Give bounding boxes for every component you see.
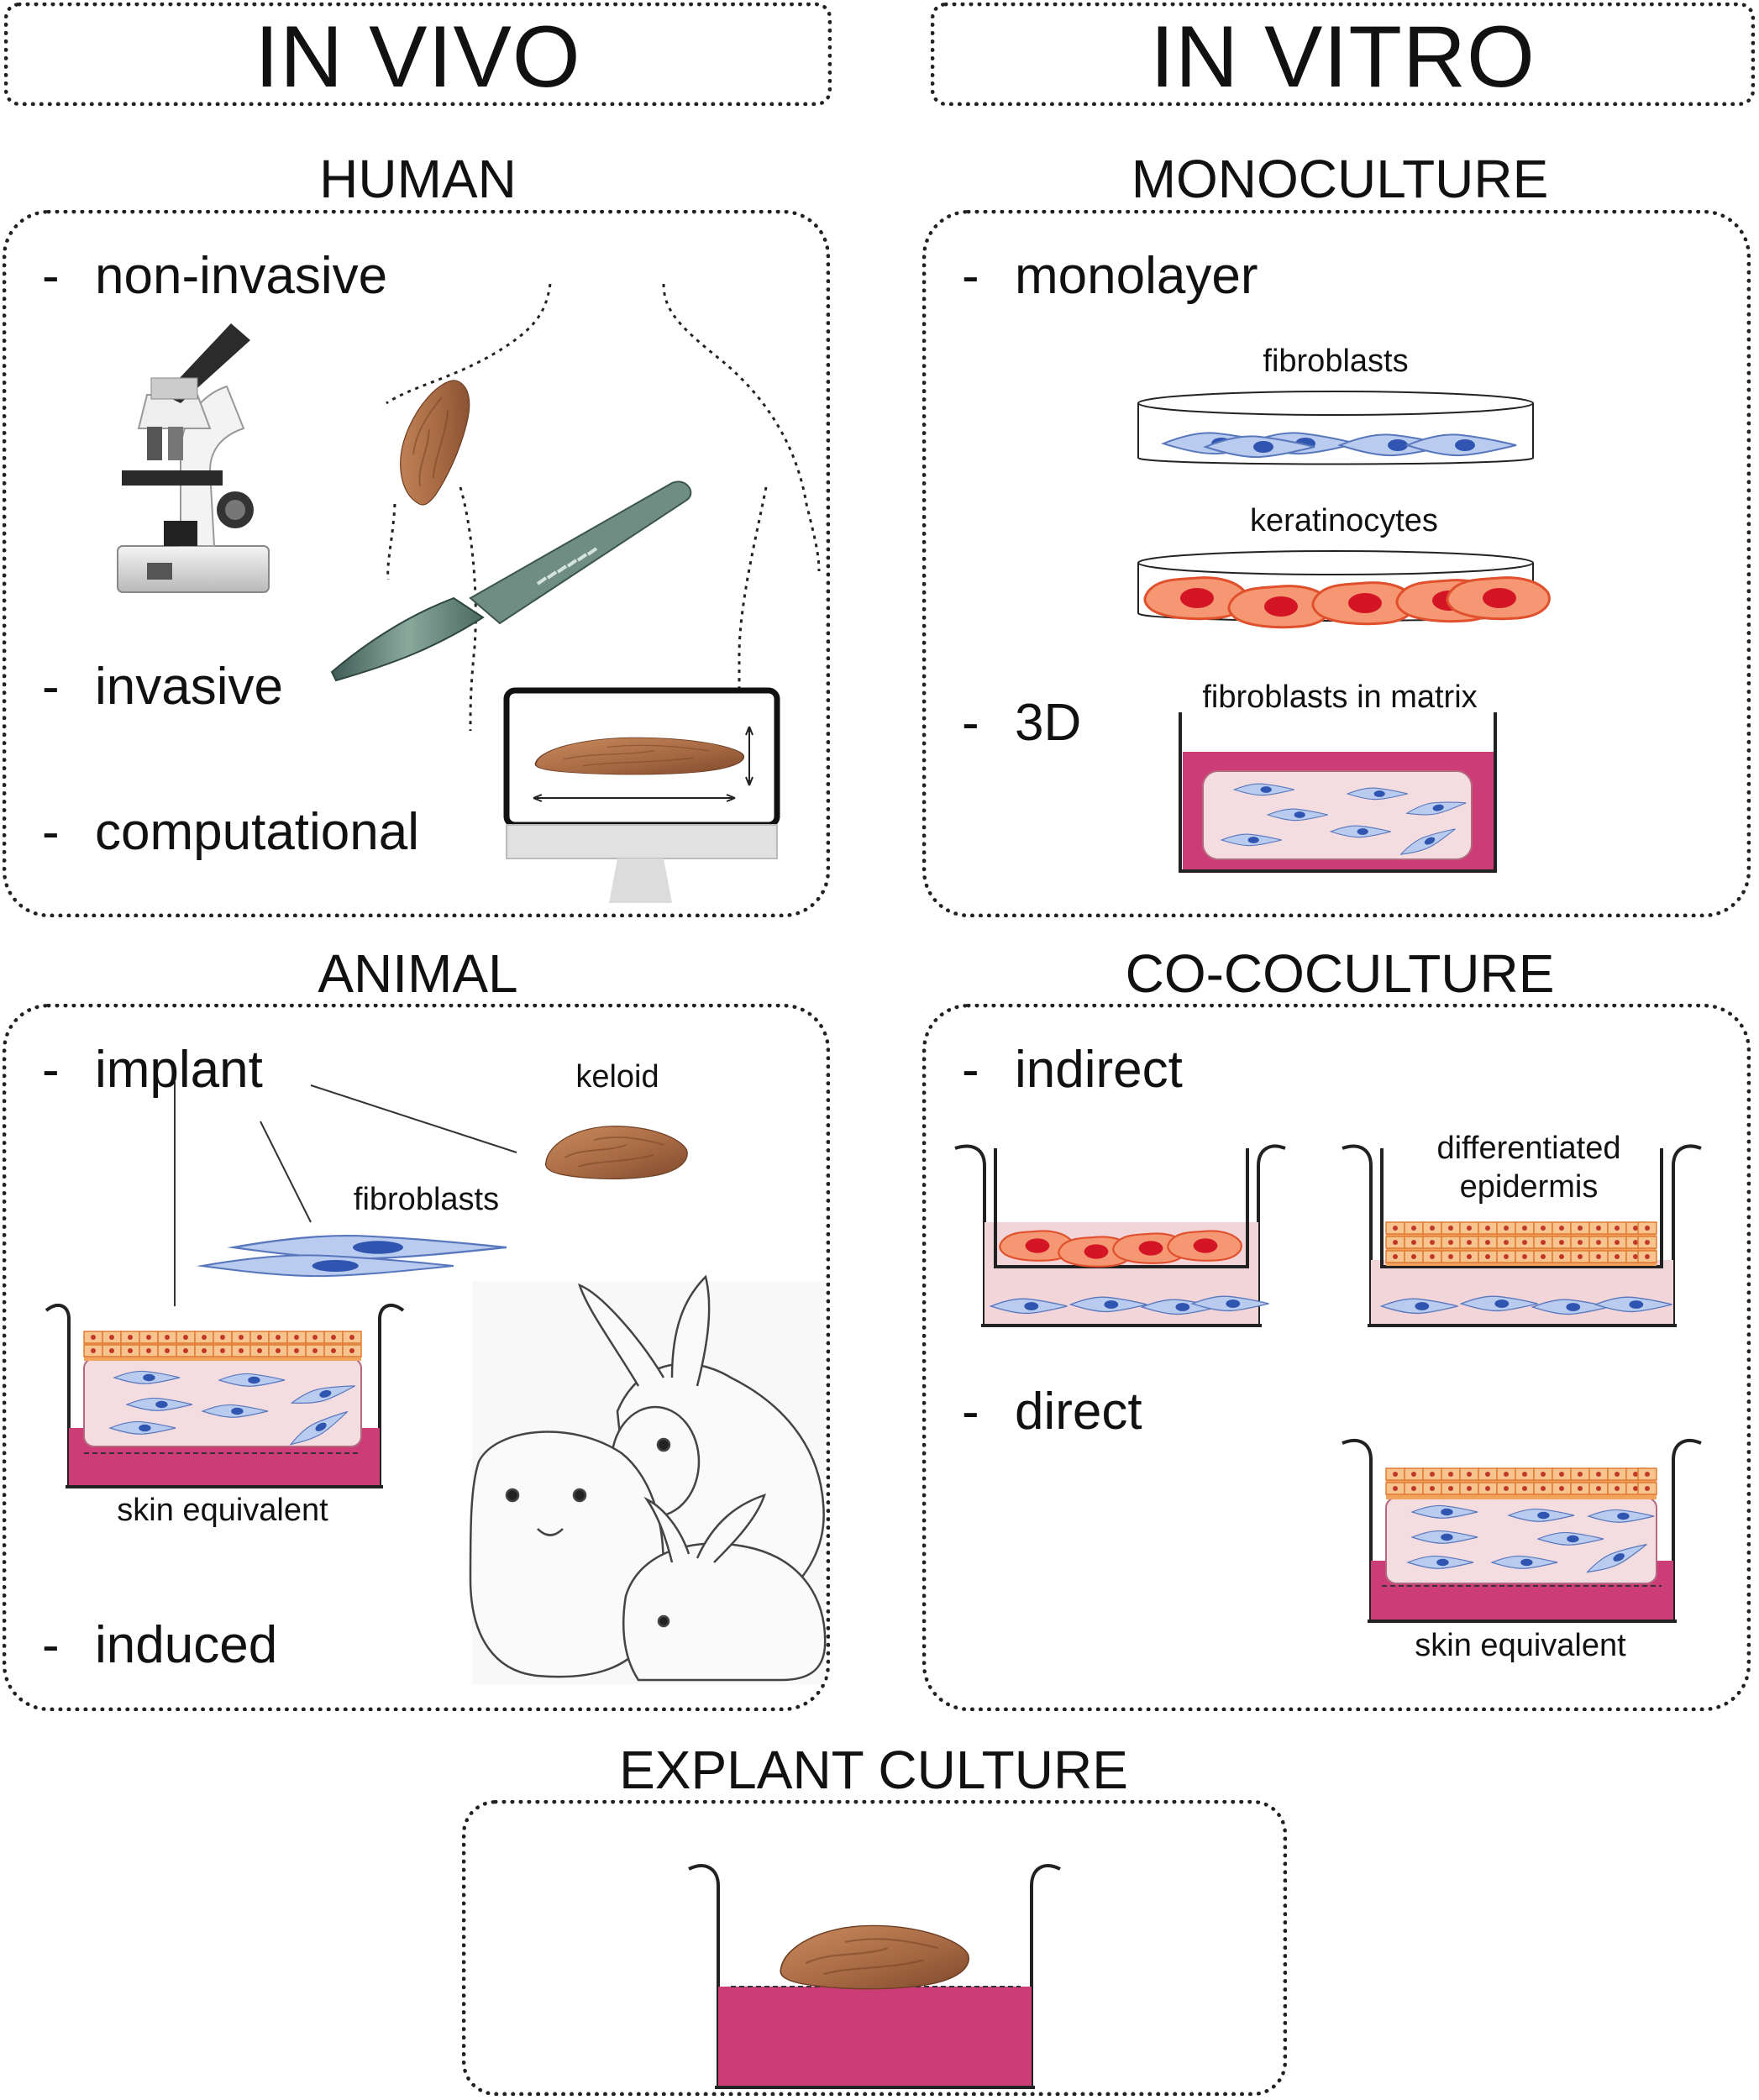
co-dash-2: -	[962, 1383, 979, 1441]
label-differentiated-epidermis: differentiated epidermis	[1436, 1131, 1621, 1205]
mono-item-3d: 3D	[1015, 694, 1082, 752]
skin-equivalent-insert-coculture	[1342, 1438, 1702, 1623]
indirect-insert-epidermis	[1342, 1144, 1702, 1327]
mono-dash-1: -	[962, 247, 979, 305]
label-fibroblasts-dish: fibroblasts	[1263, 344, 1409, 379]
fibroblast-dish	[1137, 391, 1534, 465]
mono-dash-2: -	[962, 694, 979, 752]
co-dash-1: -	[962, 1041, 979, 1099]
skin-equivalent-insert-animal	[45, 1303, 405, 1488]
label-keratinocytes-dish: keratinocytes	[1250, 503, 1438, 538]
label-fibroblasts-in-matrix: fibroblasts in matrix	[1202, 680, 1478, 715]
in-vitro-header-box	[931, 3, 1755, 106]
keratinocyte-dish	[1137, 550, 1551, 629]
animal-title: ANIMAL	[318, 943, 518, 1004]
microscope-icon	[117, 323, 270, 593]
torso-outline	[386, 283, 821, 732]
co-item-direct: direct	[1015, 1383, 1142, 1441]
human-dash-3: -	[42, 803, 60, 861]
animal-item-induced: induced	[95, 1616, 278, 1674]
co-item-indirect: indirect	[1015, 1041, 1183, 1099]
monoculture-title: MONOCULTURE	[1131, 149, 1549, 209]
explant-panel	[462, 1800, 1287, 2096]
keloid-animal	[544, 1125, 689, 1180]
animal-item-implant: implant	[95, 1041, 263, 1099]
animal-dash-2: -	[42, 1616, 60, 1674]
keloid-human	[382, 370, 483, 512]
in-vitro-header: IN VITRO	[1150, 8, 1536, 106]
human-title: HUMAN	[319, 149, 517, 209]
explant-insert	[688, 1864, 1061, 2089]
label-fibroblasts-animal: fibroblasts	[353, 1182, 500, 1217]
explant-title: EXPLANT CULTURE	[619, 1740, 1128, 1800]
label-skin-equivalent-animal: skin equivalent	[117, 1493, 328, 1528]
label-keloid: keloid	[575, 1059, 659, 1095]
coculture-panel	[922, 1004, 1751, 1711]
monitor-icon	[503, 687, 780, 903]
monoculture-panel	[922, 210, 1751, 917]
animal-panel	[3, 1004, 830, 1711]
human-item-computational: computational	[95, 803, 420, 861]
human-item-non-invasive: non-invasive	[95, 247, 388, 305]
animal-dash-1: -	[42, 1041, 60, 1099]
human-dash-2: -	[42, 658, 60, 716]
human-dash-1: -	[42, 247, 60, 305]
animals-sketch	[469, 1274, 827, 1684]
indirect-insert-keratinocytes	[954, 1144, 1286, 1327]
in-vivo-header-box	[4, 3, 832, 106]
in-vivo-header: IN VIVO	[255, 8, 581, 106]
label-skin-equivalent-coculture: skin equivalent	[1415, 1628, 1626, 1663]
mono-item-monolayer: monolayer	[1015, 247, 1258, 305]
scalpel-icon	[330, 480, 692, 682]
human-item-invasive: invasive	[95, 658, 283, 716]
human-panel	[3, 210, 830, 917]
free-fibroblasts	[202, 1236, 507, 1276]
coculture-title: CO-COCULTURE	[1125, 943, 1555, 1004]
implant-pointer-lines	[174, 1082, 517, 1306]
matrix-well	[1179, 712, 1497, 873]
